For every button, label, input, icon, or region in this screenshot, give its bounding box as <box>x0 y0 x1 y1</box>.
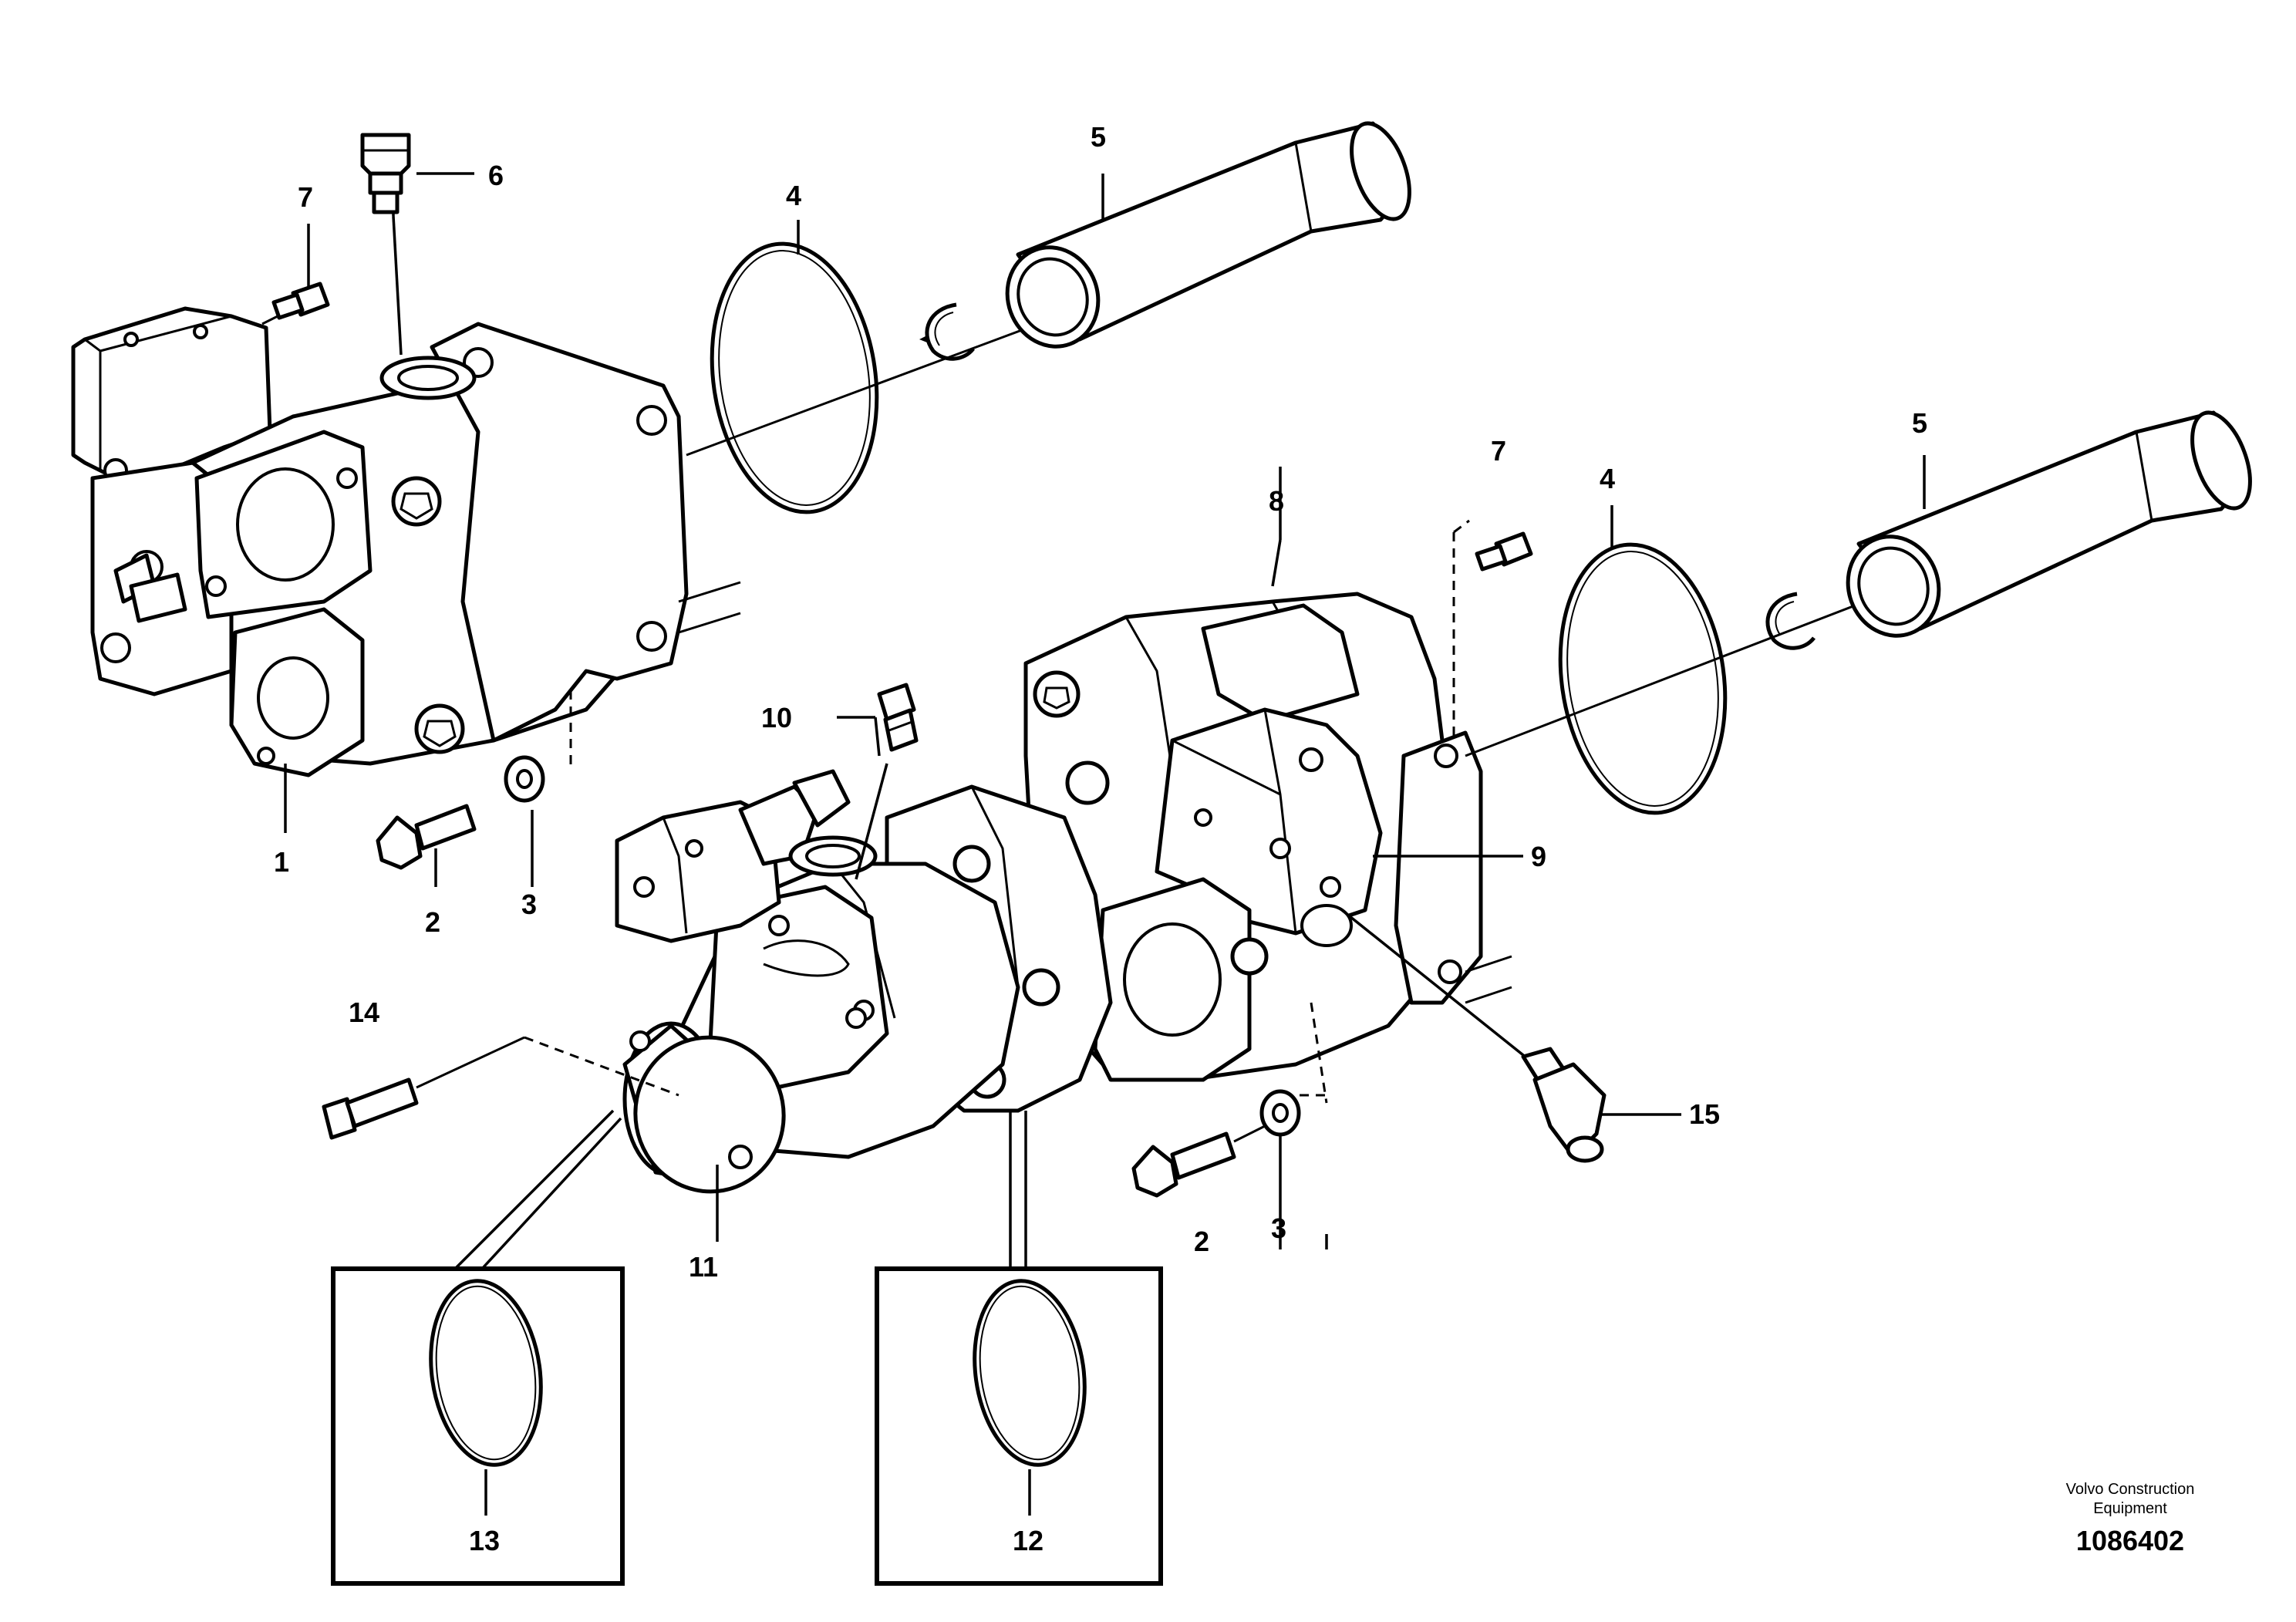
callout-7-lower: 7 <box>1491 435 1506 467</box>
callout-4-upper: 4 <box>786 180 801 211</box>
callout-10: 10 <box>761 702 792 733</box>
part-2-bolt-upper <box>376 804 477 870</box>
callout-14: 14 <box>349 996 379 1028</box>
part-6-fitting <box>360 133 411 214</box>
callout-2-lower: 2 <box>1194 1226 1209 1257</box>
part-7-fitting-upper <box>261 282 330 325</box>
part-2-bolt-lower <box>1131 1125 1266 1198</box>
part-14-bolt <box>322 1036 525 1140</box>
callout-12: 12 <box>1013 1525 1043 1556</box>
callout-13: 13 <box>469 1525 500 1556</box>
document-number: 1086402 <box>2076 1525 2184 1556</box>
callout-11: 11 <box>689 1251 718 1283</box>
brand-line-1: Volvo Construction <box>2066 1481 2195 1498</box>
callout-2-upper: 2 <box>425 906 440 938</box>
snap-ring-lower <box>1765 592 1816 650</box>
detail-box-13 <box>331 1266 625 1586</box>
callout-6: 6 <box>488 160 504 191</box>
callout-7-upper: 7 <box>298 181 313 213</box>
brand-line-2: Equipment <box>2093 1500 2167 1517</box>
part-4-oring-upper <box>710 241 879 514</box>
callout-9: 9 <box>1531 841 1546 872</box>
snap-ring-upper <box>925 302 975 361</box>
callout-5-upper: 5 <box>1091 121 1106 153</box>
callout-3-upper: 3 <box>521 889 537 920</box>
part-10-fitting <box>877 683 919 752</box>
tandem-pump-assembly <box>615 592 1512 1194</box>
callout-5-lower: 5 <box>1912 407 1927 439</box>
callout-1: 1 <box>274 846 289 878</box>
callout-4-lower: 4 <box>1600 463 1615 494</box>
part-7-fitting-lower <box>1475 531 1533 572</box>
part-15-elbow <box>1521 1047 1607 1163</box>
callout-8: 8 <box>1269 485 1284 517</box>
pump-assembly-1 <box>71 306 741 777</box>
callout-15: 15 <box>1689 1098 1720 1130</box>
part-5-sleeve-lower <box>1846 410 2252 638</box>
detail-box-12 <box>875 1266 1163 1586</box>
part-5-sleeve-upper <box>1005 121 1411 349</box>
part-4-oring-lower <box>1558 542 1728 815</box>
part-3-washer-upper <box>504 755 545 803</box>
part-3-washer-lower <box>1259 1089 1327 1137</box>
callout-3-lower: 3 <box>1271 1212 1286 1244</box>
